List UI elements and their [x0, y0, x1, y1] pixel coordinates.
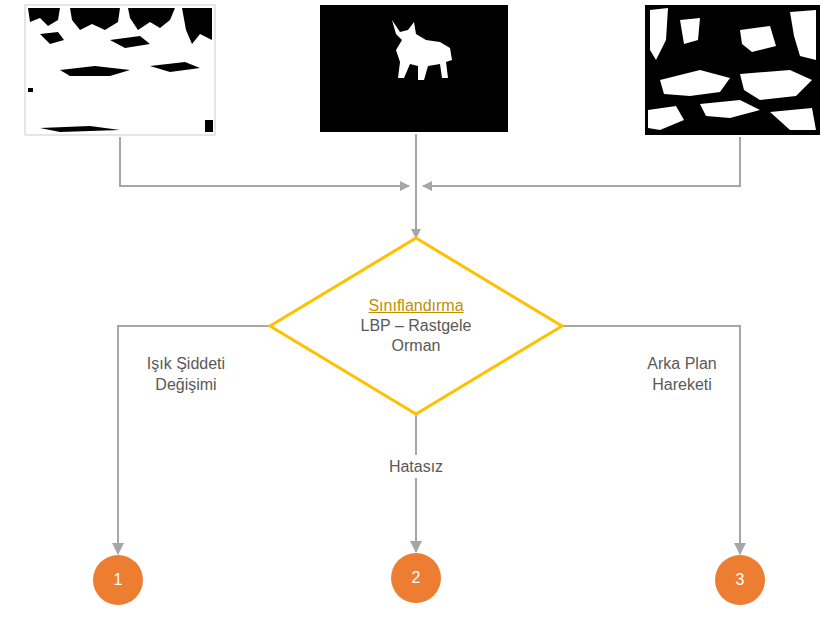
node-text-group: SınıflandırmaLBP – Rastgele Orman: [341, 296, 491, 356]
callout-number: 2: [412, 568, 421, 588]
node-text-group: 1: [114, 570, 123, 590]
mask-image-right: [645, 5, 820, 135]
outcome-circle: 2: [391, 553, 441, 603]
callout-number: 1: [114, 570, 123, 590]
node-text-group: 3: [736, 570, 745, 590]
outcome-circle: 1: [93, 555, 143, 605]
decision-diamond: SınıflandırmaLBP – Rastgele Orman: [270, 238, 562, 414]
decision-text: LBP – Rastgele Orman: [341, 316, 491, 356]
connector-arrow: [562, 326, 740, 554]
node-text-group: 2: [412, 568, 421, 588]
diamond-shape: [270, 238, 562, 414]
mask-image-left: [25, 5, 215, 135]
edge-label: Işık Şiddeti Değişimi: [135, 352, 237, 396]
outcome-circle: 3: [715, 555, 765, 605]
mask-image-middle: [320, 5, 508, 132]
edge-label: Hatasız: [386, 455, 446, 478]
edge-label: Arka Plan Hareketi: [634, 352, 730, 396]
connector-arrow: [118, 326, 270, 554]
decision-heading: Sınıflandırma: [341, 296, 491, 316]
connector-arrow: [415, 414, 417, 552]
callout-number: 3: [736, 570, 745, 590]
merge-lines: [120, 134, 740, 238]
